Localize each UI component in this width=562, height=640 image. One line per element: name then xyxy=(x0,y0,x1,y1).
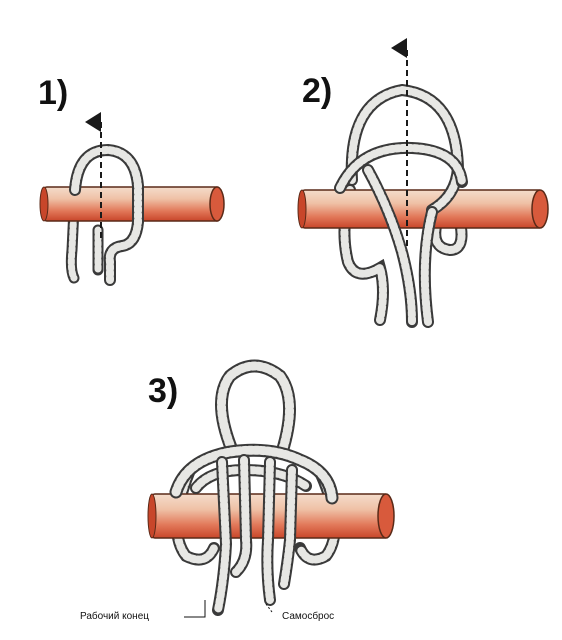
working-end-label: Рабочий конец xyxy=(80,611,149,622)
step-1-illustration xyxy=(39,112,225,286)
step-2-illustration xyxy=(297,38,549,328)
quick-release-pointer xyxy=(265,603,273,613)
quick-release-label: Самосброс xyxy=(282,611,335,622)
rope-icon xyxy=(69,143,144,286)
step-3-illustration xyxy=(147,359,395,618)
step-number-3: 3) xyxy=(148,372,179,410)
step-number-1: 1) xyxy=(38,74,69,112)
rope-icon xyxy=(169,359,339,616)
working-end-pointer xyxy=(184,600,206,618)
wooden-bar-icon xyxy=(297,189,549,229)
rope-icon xyxy=(334,83,468,328)
step-number-2: 2) xyxy=(302,72,333,110)
rope-icon xyxy=(65,182,81,284)
